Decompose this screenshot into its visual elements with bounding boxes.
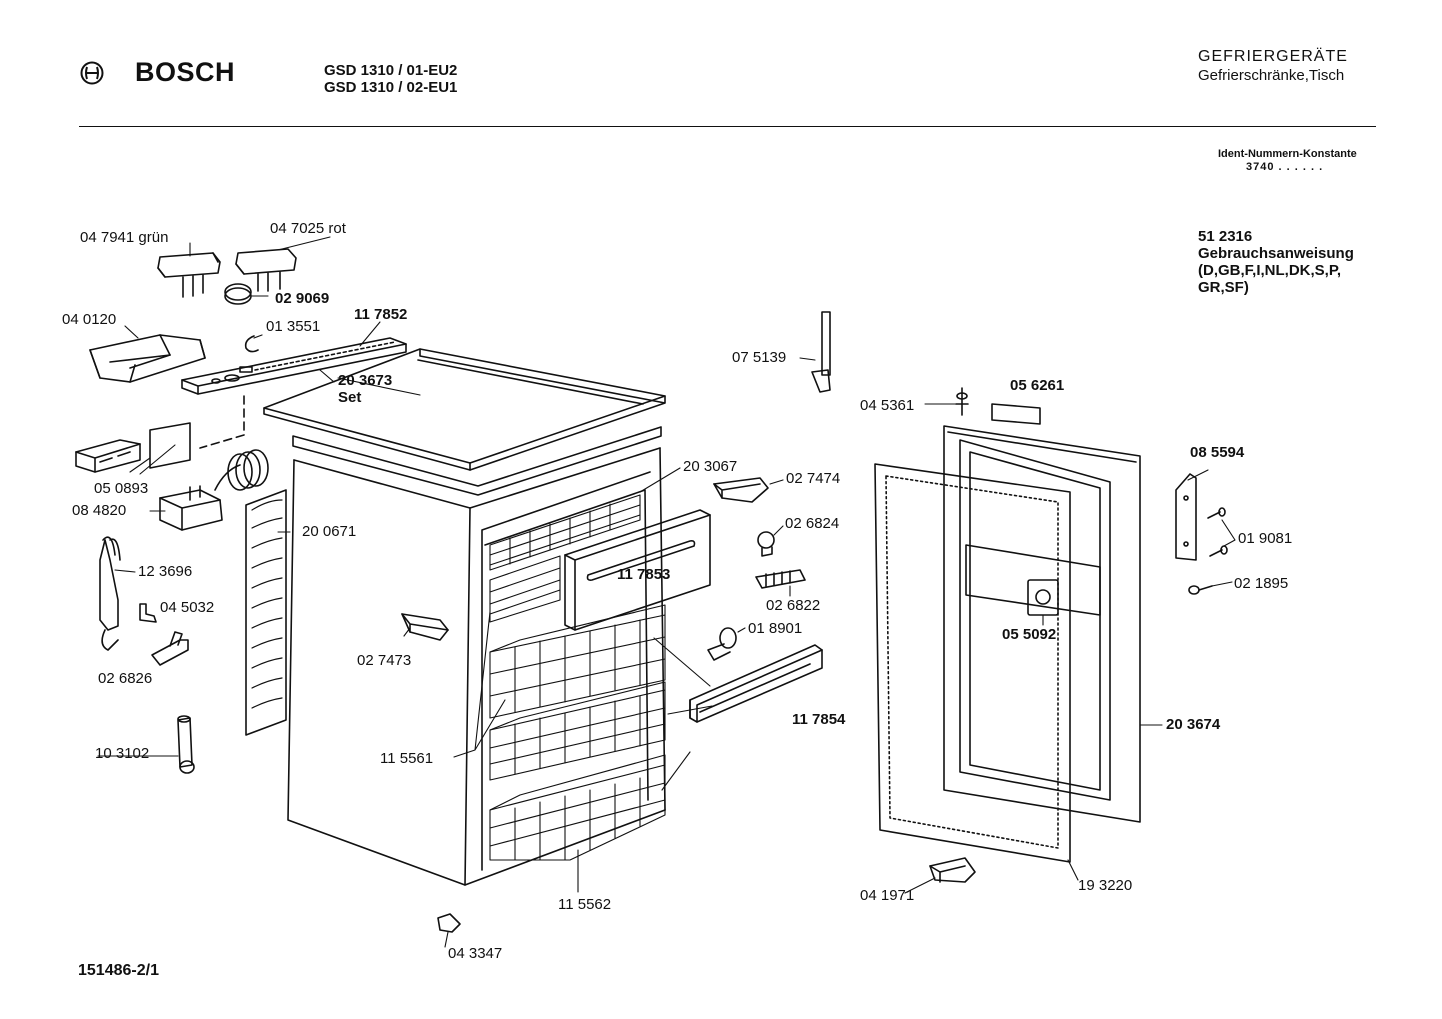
flap-upper xyxy=(565,510,710,630)
label-05-6261 xyxy=(992,404,1040,424)
manual-number: 51 2316 xyxy=(1198,228,1253,245)
part-label: 11 7853 xyxy=(617,566,671,583)
part-label: 10 3102 xyxy=(95,745,150,762)
evaporator-grid xyxy=(490,495,640,622)
part-label: 02 6824 xyxy=(785,515,840,532)
brand-name: BOSCH xyxy=(135,57,236,87)
part-label: 19 3220 xyxy=(1078,877,1133,894)
heater-cable-12-3696 xyxy=(100,537,120,650)
part-label: 01 8901 xyxy=(748,620,803,637)
lamp-housing xyxy=(90,335,205,382)
capillary-coil xyxy=(228,450,268,490)
thermostat xyxy=(160,465,240,530)
rail-02-7473 xyxy=(402,614,448,640)
top-cover-set xyxy=(264,349,665,495)
part-label: 05 6261 xyxy=(1010,377,1065,394)
control-panel xyxy=(182,338,406,394)
ident-value: 3740 . . . . . . xyxy=(1246,161,1324,173)
part-label: 04 7025 rot xyxy=(270,220,346,237)
thermostat-bracket xyxy=(76,423,190,472)
ident-label: Ident-Nummern-Konstante xyxy=(1218,148,1357,160)
part-label: 20 0671 xyxy=(302,523,357,540)
part-label: Set xyxy=(338,389,362,406)
cap-02-6824 xyxy=(758,532,774,556)
part-label: 08 4820 xyxy=(72,502,127,519)
flap-lower xyxy=(690,645,822,722)
part-label: 04 0120 xyxy=(62,311,117,328)
model-number-2: GSD 1310 / 02-EU1 xyxy=(324,79,458,96)
part-label: 04 3347 xyxy=(448,945,503,962)
part-label: 11 7854 xyxy=(792,711,846,728)
part-label: 11 5562 xyxy=(558,896,612,913)
header-rule xyxy=(79,126,1376,127)
part-label: 04 5032 xyxy=(160,599,215,616)
door-stop-07-5139 xyxy=(812,312,830,392)
subcategory-title: Gefrierschränke,Tisch xyxy=(1198,67,1345,84)
model-number-1: GSD 1310 / 01-EU2 xyxy=(324,62,458,79)
leader-lines xyxy=(98,237,1235,947)
door-panel xyxy=(944,426,1140,822)
tube-10-3102 xyxy=(178,716,194,773)
manual-title: Gebrauchsanweisung xyxy=(1198,245,1354,262)
red-indicator-cover xyxy=(236,249,296,291)
part-label: 20 3674 xyxy=(1166,716,1221,733)
part-label: 11 7852 xyxy=(354,306,408,323)
strip-02-6822 xyxy=(756,570,805,588)
screws-01-9081 xyxy=(1208,508,1227,556)
pin-01-8901 xyxy=(708,628,736,660)
part-label: 02 1895 xyxy=(1234,575,1289,592)
part-label: 01 3551 xyxy=(266,318,321,335)
part-label: 02 7474 xyxy=(786,470,841,487)
foot-04-3347 xyxy=(438,914,460,932)
part-label: 12 3696 xyxy=(138,563,193,580)
tube-04-5032 xyxy=(140,604,156,622)
part-label: 07 5139 xyxy=(732,349,787,366)
part-label: 08 5594 xyxy=(1190,444,1245,461)
bosch-logo-icon xyxy=(80,61,104,85)
part-label: 02 9069 xyxy=(275,290,330,307)
condenser xyxy=(246,490,286,735)
screw-04-5361 xyxy=(956,388,968,415)
knob-ring xyxy=(225,284,251,304)
bracket-02-6826 xyxy=(152,632,188,665)
part-label: 05 5092 xyxy=(1002,626,1057,643)
part-label: 04 5361 xyxy=(860,397,915,414)
leader-dash xyxy=(200,396,244,448)
door-gasket xyxy=(875,464,1070,862)
handle-04-1971 xyxy=(930,858,975,882)
manual-languages-2: GR,SF) xyxy=(1198,279,1249,296)
screw-02-1895 xyxy=(1189,586,1212,594)
manual-languages-1: (D,GB,F,I,NL,DK,S,P, xyxy=(1198,262,1342,279)
drawer-basket-1 xyxy=(490,605,665,718)
part-label: 04 1971 xyxy=(860,887,915,904)
freezer-cabinet xyxy=(288,448,665,885)
hinge-08-5594 xyxy=(1176,474,1196,560)
green-indicator-cover xyxy=(158,253,220,297)
part-label: 02 7473 xyxy=(357,652,412,669)
part-label: 20 3673 xyxy=(338,372,393,389)
part-label: 02 6822 xyxy=(766,597,821,614)
document-id: 151486-2/1 xyxy=(78,962,159,979)
drawer-basket-2 xyxy=(490,682,665,780)
part-label: 04 7941 grün xyxy=(80,229,169,246)
category-title: GEFRIERGERÄTE xyxy=(1198,48,1348,65)
clip xyxy=(246,336,258,352)
part-label: 01 9081 xyxy=(1238,530,1293,547)
part-label: 05 0893 xyxy=(94,480,149,497)
drawer-basket-3 xyxy=(490,755,665,860)
hinge-pin-02-7474 xyxy=(714,478,768,502)
part-label: 11 5561 xyxy=(380,750,434,767)
part-label: 20 3067 xyxy=(683,458,738,475)
part-label: 02 6826 xyxy=(98,670,153,687)
